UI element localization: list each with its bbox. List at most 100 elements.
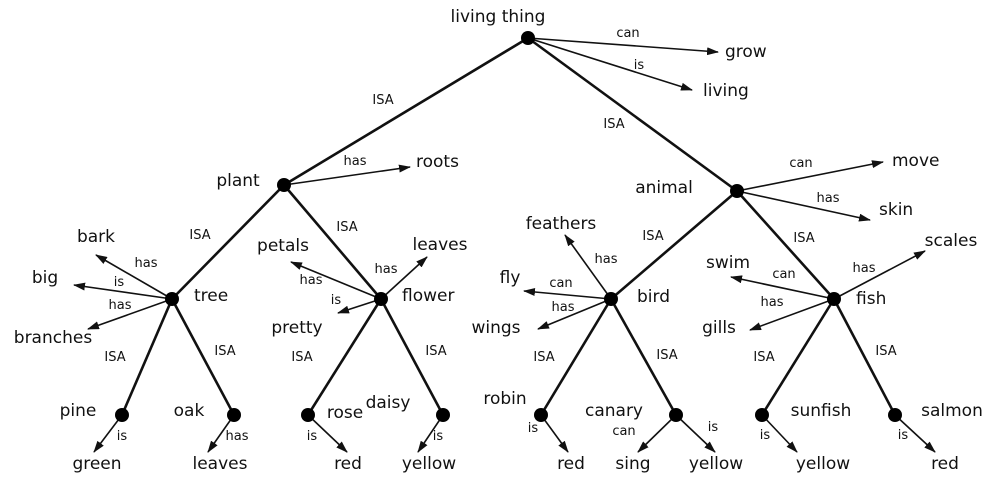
relation-bird-feathers: has [595, 252, 618, 267]
relation-animal-bird: ISA [642, 229, 663, 244]
node-tree: tree [194, 286, 228, 306]
relation-tree-oak: ISA [214, 344, 235, 359]
arrow-animal-move [736, 160, 884, 192]
arrow-flower-pretty [337, 298, 382, 314]
node-dot-rose [301, 408, 315, 422]
attr-grow: grow [725, 42, 767, 62]
attr-canary-yellow: yellow [689, 454, 743, 474]
arrow-animal-skin [736, 190, 871, 222]
relation-bird-canary: ISA [656, 348, 677, 363]
relation-plant-tree: ISA [189, 228, 210, 243]
node-dot-canary [669, 408, 683, 422]
relation-oak-leaves: has [226, 429, 249, 444]
relation-bird-fly: can [549, 276, 572, 291]
edge-animal-bird [610, 190, 738, 300]
relation-salmon-red: is [898, 428, 909, 443]
node-pine: pine [60, 401, 97, 421]
arrow-bird-feathers [564, 234, 612, 300]
relation-robin-red: is [528, 421, 539, 436]
edge-animal-fish [736, 190, 835, 300]
node-dot-salmon [888, 408, 902, 422]
relation-fish-gills: has [761, 295, 784, 310]
attr-branches: branches [14, 328, 93, 348]
edge-living-plant [283, 36, 529, 187]
node-dot-animal [730, 184, 744, 198]
node-living-thing: living thing [451, 7, 546, 27]
edge-fish-sunfish [760, 298, 836, 416]
arrow-flower-petals [290, 261, 382, 300]
node-fish: fish [856, 289, 886, 309]
attr-living: living [703, 81, 749, 101]
arrow-canary-sing [637, 414, 677, 453]
node-animal: animal [635, 178, 693, 198]
relation-fish-sunfish: ISA [753, 350, 774, 365]
attr-salmon-red: red [931, 454, 959, 474]
relation-animal-skin: has [817, 191, 840, 206]
relation-tree-pine: ISA [104, 350, 125, 365]
relation-flower-daisy: ISA [425, 344, 446, 359]
attr-skin: skin [879, 200, 913, 220]
arrow-oak-leaves [207, 414, 235, 453]
attr-bark: bark [77, 227, 115, 247]
relation-tree-branches: has [109, 298, 132, 313]
attr-gills: gills [702, 318, 736, 338]
node-flower: flower [402, 286, 454, 306]
relation-tree-bark: has [135, 256, 158, 271]
node-dot-sunfish [755, 408, 769, 422]
relation-flower-petals: has [300, 273, 323, 288]
node-dot-fish [827, 292, 841, 306]
attr-rose-red: red [334, 454, 362, 474]
relation-flower-pretty: is [331, 293, 342, 308]
relation-flower-rose: ISA [291, 350, 312, 365]
edge-living-animal [527, 36, 738, 193]
edge-bird-robin [539, 298, 613, 416]
node-dot-plant [277, 178, 291, 192]
attr-oak-leaves: leaves [193, 454, 248, 474]
node-sunfish: sunfish [791, 401, 852, 421]
edge-plant-flower [283, 184, 382, 300]
edge-flower-daisy [379, 298, 445, 416]
relation-tree-big: is [114, 275, 125, 290]
node-bird: bird [637, 287, 670, 307]
node-daisy: daisy [366, 393, 411, 413]
relation-animal-fish: ISA [793, 231, 814, 246]
arrow-pine-green [93, 414, 123, 453]
relation-flower-leaves: has [375, 262, 398, 277]
node-robin: robin [483, 389, 526, 409]
relation-bird-robin: ISA [533, 350, 554, 365]
arrow-canary-yellow [675, 414, 716, 453]
attr-pretty: pretty [271, 318, 322, 338]
node-salmon: salmon [921, 401, 983, 421]
attr-pine-green: green [72, 454, 121, 474]
arrow-tree-bark [95, 254, 173, 300]
edge-tree-oak [170, 298, 236, 416]
arrow-sunfish-yellow [761, 414, 798, 453]
attr-canary-sing: sing [615, 454, 650, 474]
attr-move: move [892, 151, 939, 171]
node-dot-tree [165, 292, 179, 306]
arrow-robin-red [540, 414, 569, 453]
attr-roots: roots [416, 152, 459, 172]
arrow-salmon-red [894, 414, 936, 453]
node-dot-flower [374, 292, 388, 306]
relation-canary-sing: can [612, 424, 635, 439]
edge-fish-salmon [832, 298, 897, 416]
relation-sunfish-yellow: is [760, 428, 771, 443]
edge-tree-pine [120, 298, 174, 416]
attr-big: big [32, 268, 58, 288]
arrow-living-living [527, 37, 693, 91]
arrow-fish-swim [730, 275, 835, 300]
arrow-living-grow [527, 37, 719, 56]
relation-animal-move: can [789, 156, 812, 171]
relation-canary-yellow: is [708, 420, 719, 435]
node-oak: oak [174, 401, 205, 421]
arrow-flower-leaves [380, 256, 428, 300]
arrow-bird-wings [537, 298, 612, 330]
relation-daisy-yellow: is [433, 429, 444, 444]
attr-robin-red: red [557, 454, 585, 474]
relation-living-animal: ISA [603, 117, 624, 132]
node-dot-oak [227, 408, 241, 422]
arrow-plant-roots [283, 164, 411, 186]
arrow-tree-big [73, 282, 173, 300]
